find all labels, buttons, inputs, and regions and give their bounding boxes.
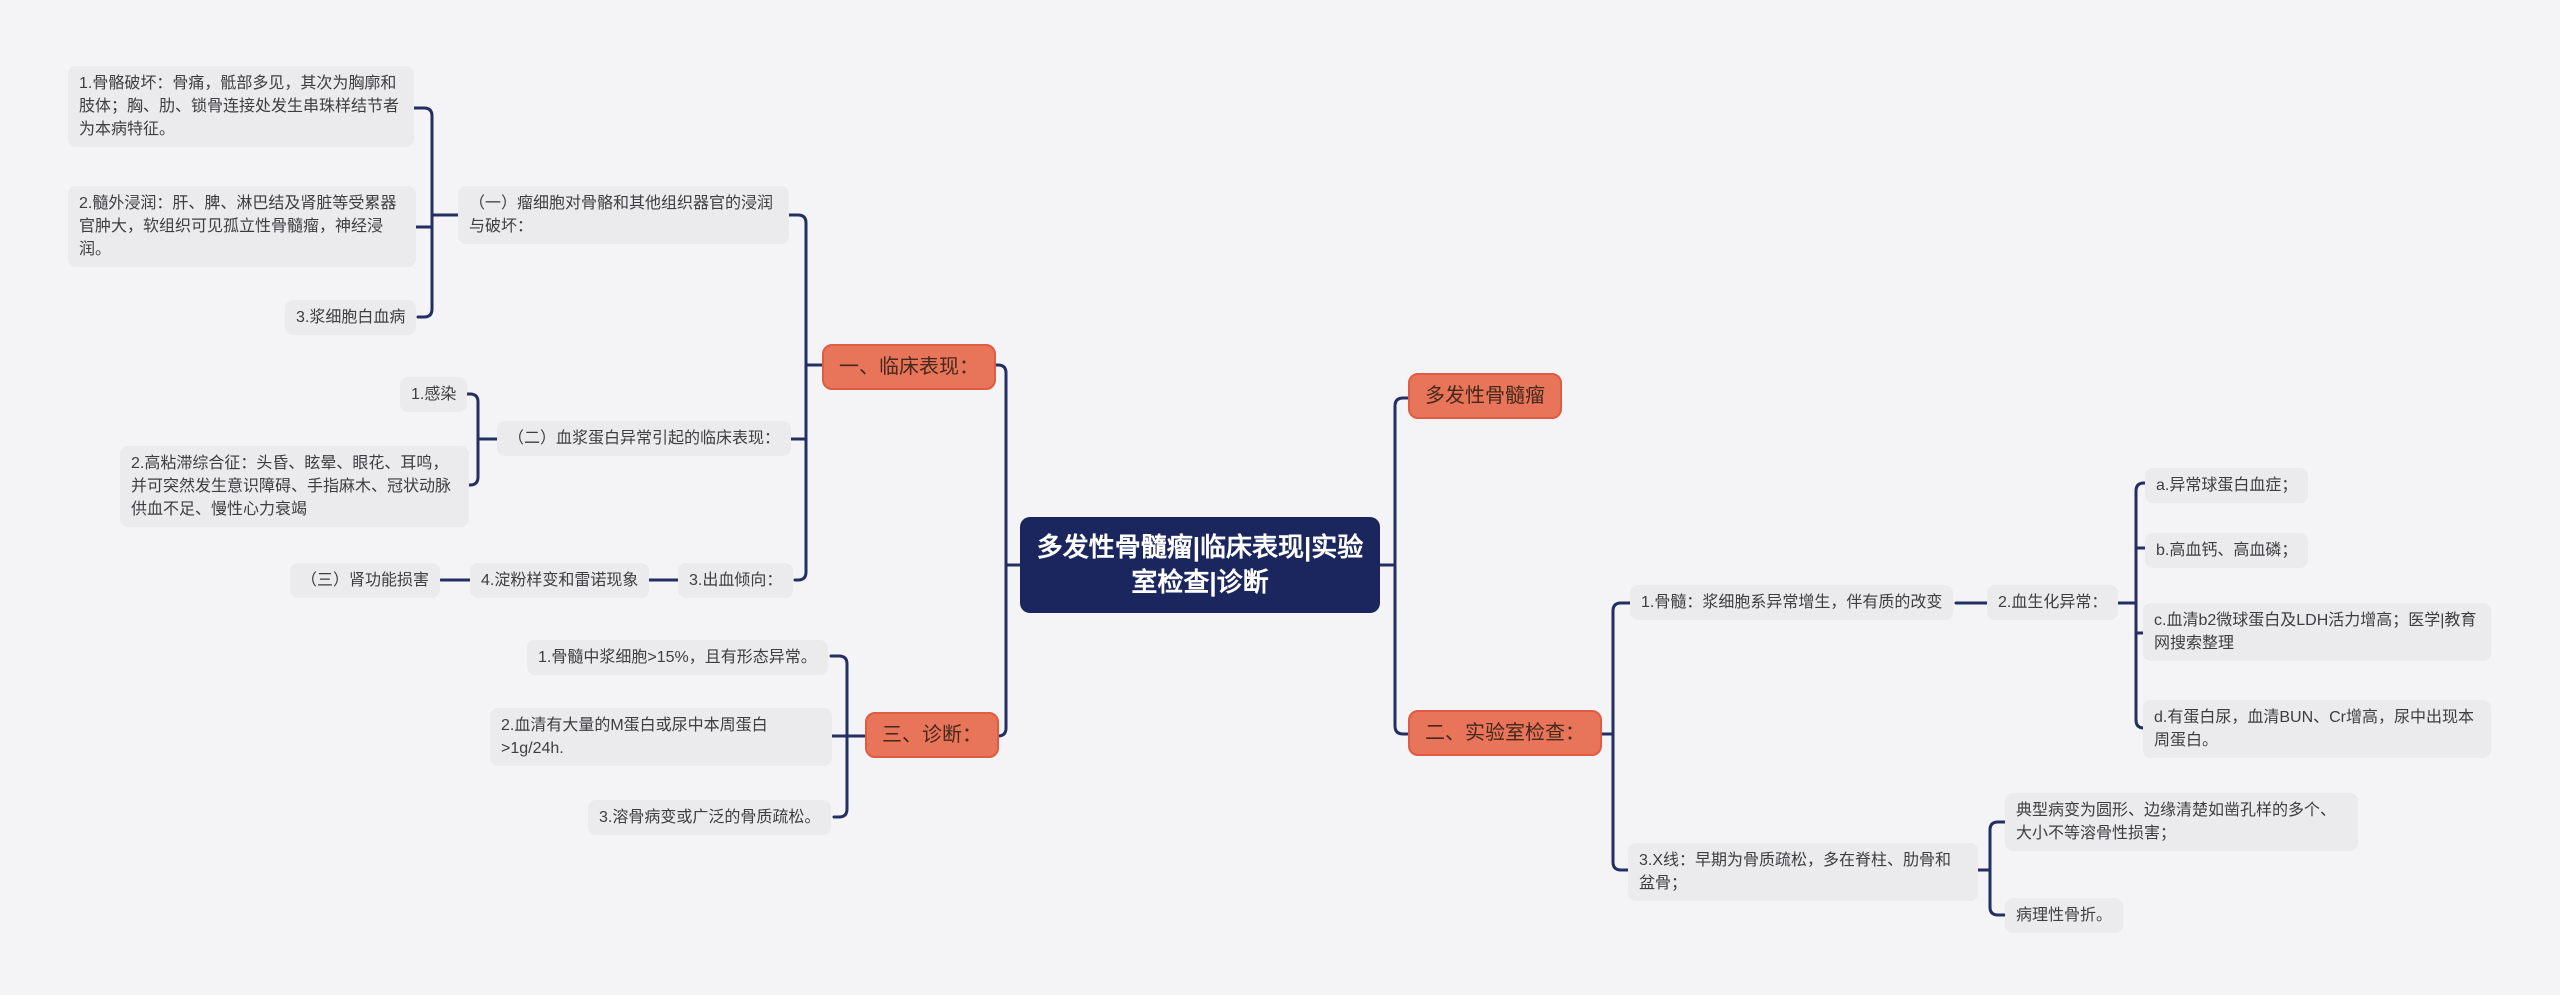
node-hyperviscosity[interactable]: 2.高粘滞综合征：头昏、眩晕、眼花、耳鸣，并可突然发生意识障碍、手指麻木、冠状动… (120, 446, 469, 527)
topic-lab-tests[interactable]: 二、实验室检查： (1408, 710, 1602, 756)
central-topic-node[interactable]: 多发性骨髓瘤|临床表现|实验室检查|诊断 (1020, 517, 1380, 613)
node-amyloidosis[interactable]: 4.淀粉样变和雷诺现象 (470, 563, 650, 598)
node-xray[interactable]: 3.X线：早期为骨质疏松，多在脊柱、肋骨和盆骨； (1628, 843, 1978, 901)
node-infection[interactable]: 1.感染 (400, 377, 468, 412)
node-biochem-topic[interactable]: 2.血生化异常： (1987, 585, 2119, 620)
node-tumor-infiltration-topic[interactable]: （一）瘤细胞对骨骼和其他组织器官的浸润与破坏： (458, 186, 789, 244)
topic-multiple-myeloma[interactable]: 多发性骨髓瘤 (1408, 373, 1562, 419)
topic-diagnosis[interactable]: 三、诊断： (865, 712, 999, 758)
node-biochem-a[interactable]: a.异常球蛋白血症； (2145, 468, 2309, 503)
node-renal-damage[interactable]: （三）肾功能损害 (290, 563, 441, 598)
node-osteolytic-lesions[interactable]: 3.溶骨病变或广泛的骨质疏松。 (588, 800, 832, 835)
topic-clinical[interactable]: 一、临床表现： (822, 344, 996, 390)
node-bone-marrow[interactable]: 1.骨髓：浆细胞系异常增生，伴有质的改变 (1630, 585, 1954, 620)
node-biochem-c[interactable]: c.血清b2微球蛋白及LDH活力增高；医学|教育网搜索整理 (2143, 603, 2491, 661)
node-bone-destruction[interactable]: 1.骨骼破坏：骨痛，骶部多见，其次为胸廓和肢体；胸、肋、锁骨连接处发生串珠样结节… (68, 66, 414, 147)
node-xray-typical-lesion[interactable]: 典型病变为圆形、边缘清楚如凿孔样的多个、大小不等溶骨性损害； (2005, 793, 2358, 851)
node-marrow-plasma-cells[interactable]: 1.骨髓中浆细胞>15%，且有形态异常。 (527, 640, 828, 675)
node-bleeding-tendency[interactable]: 3.出血倾向： (678, 563, 794, 598)
node-biochem-b[interactable]: b.高血钙、高血磷； (2145, 533, 2309, 568)
node-extramedullary-infiltration[interactable]: 2.髓外浸润：肝、脾、淋巴结及肾脏等受累器官肿大，软组织可见孤立性骨髓瘤，神经浸… (68, 186, 416, 267)
node-m-protein[interactable]: 2.血清有大量的M蛋白或尿中本周蛋白>1g/24h. (490, 708, 832, 766)
node-plasma-cell-leukemia[interactable]: 3.浆细胞白血病 (285, 300, 417, 335)
node-plasma-protein-topic[interactable]: （二）血浆蛋白异常引起的临床表现： (497, 421, 792, 456)
node-pathologic-fracture[interactable]: 病理性骨折。 (2005, 898, 2124, 933)
node-biochem-d[interactable]: d.有蛋白尿，血清BUN、Cr增高，尿中出现本周蛋白。 (2143, 700, 2491, 758)
